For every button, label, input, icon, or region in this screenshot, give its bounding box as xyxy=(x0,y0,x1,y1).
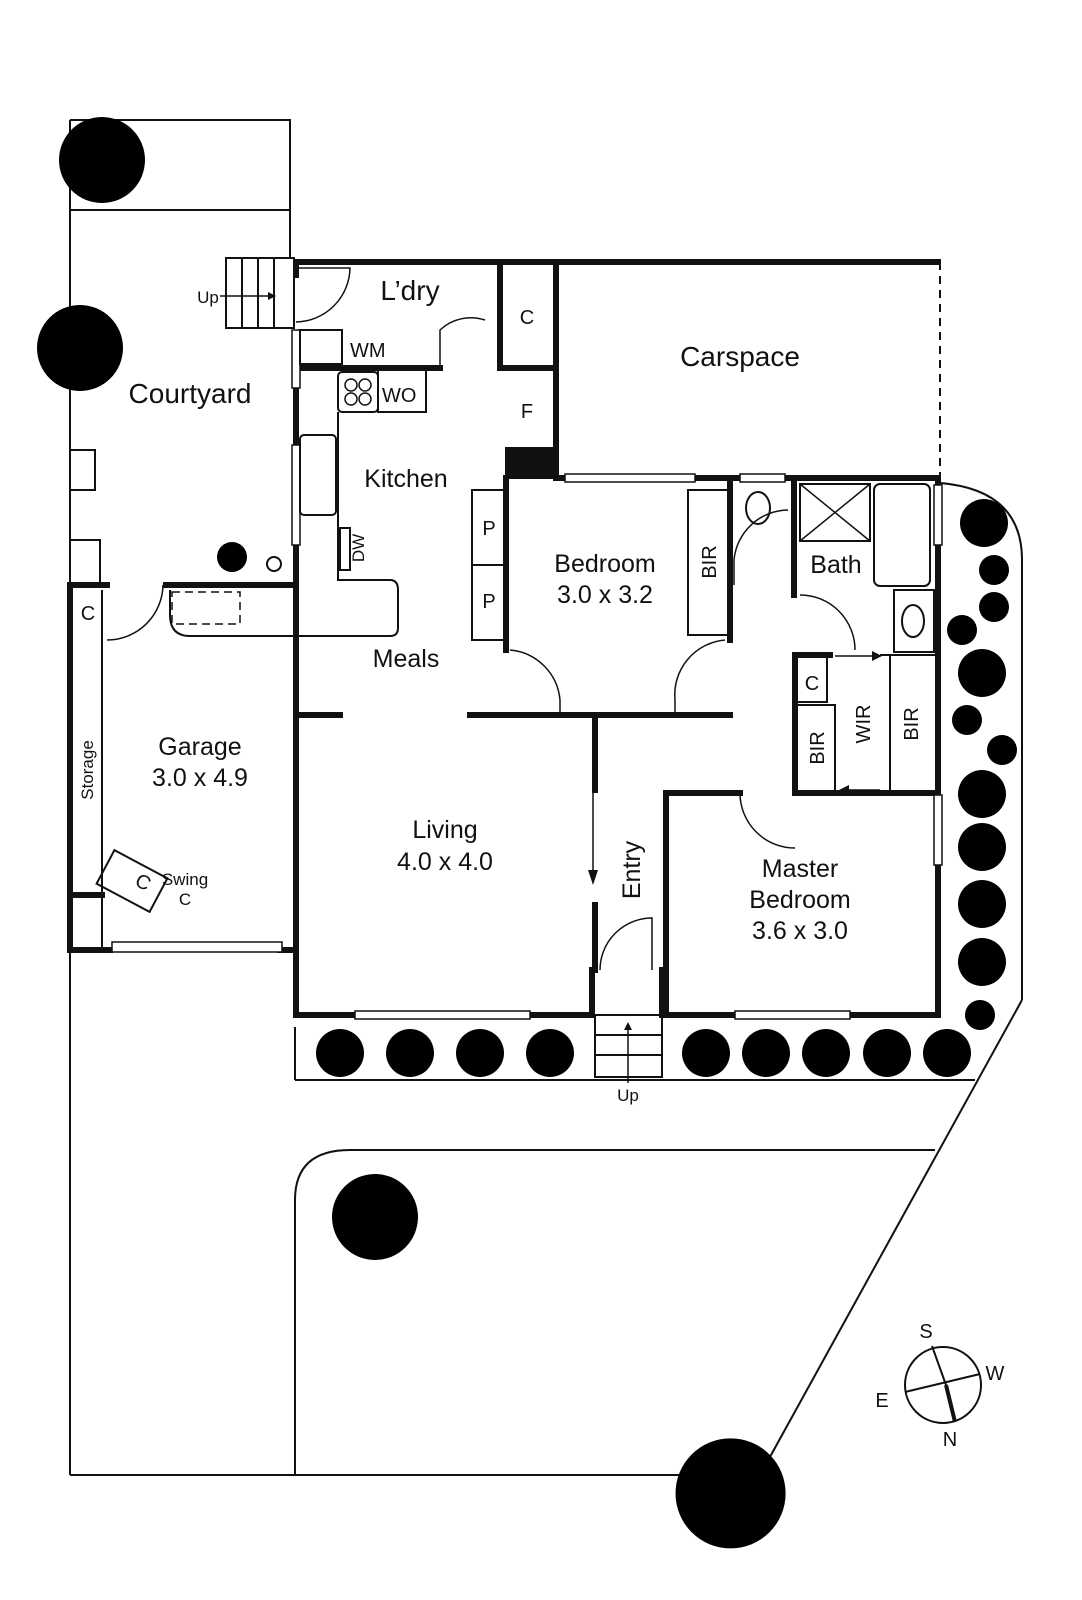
master-label-1: Master xyxy=(762,855,838,883)
bir-label-bedroom: BIR xyxy=(699,545,721,578)
kitchen-label: Kitchen xyxy=(364,465,447,493)
fixtures xyxy=(95,329,935,914)
garage-label: Garage xyxy=(158,733,241,761)
entry-label: Entry xyxy=(618,840,646,899)
compass-s: S xyxy=(919,1321,932,1343)
wir-label: WIR xyxy=(853,705,875,744)
master-size: 3.6 x 3.0 xyxy=(752,917,848,945)
master-label-2: Bedroom xyxy=(749,886,850,914)
compass-icon: S W E N xyxy=(875,1321,1004,1451)
room-labels: Courtyard L’dry Carspace Kitchen Meals B… xyxy=(78,275,862,945)
stairs xyxy=(220,257,663,1083)
living-label: Living xyxy=(412,816,477,844)
doors xyxy=(106,267,856,971)
fridge-label: F xyxy=(521,401,533,423)
swing-label-1: Swing xyxy=(162,870,208,889)
wm-label: WM xyxy=(350,340,386,362)
dw-label: DW xyxy=(349,534,368,562)
bir-label-hall: BIR xyxy=(807,731,829,764)
trees xyxy=(37,117,1017,1549)
living-size: 4.0 x 4.0 xyxy=(397,848,493,876)
pantry-label-2: P xyxy=(482,591,495,613)
carspace-label: Carspace xyxy=(680,341,800,372)
stairs-up-courtyard: Up xyxy=(197,288,219,307)
swing-label-2: C xyxy=(179,890,191,909)
bedroom-label: Bedroom xyxy=(554,550,655,578)
bir-label-master: BIR xyxy=(901,707,923,740)
storage-label: Storage xyxy=(78,740,97,800)
cupboard-label-garage: C xyxy=(81,603,95,625)
compass-n: N xyxy=(943,1429,957,1451)
compass-e: E xyxy=(875,1390,888,1412)
stairs-up-entry: Up xyxy=(617,1086,639,1105)
cupboard-label-hall: C xyxy=(805,673,819,695)
bath-label: Bath xyxy=(810,551,861,579)
bedroom-size: 3.0 x 3.2 xyxy=(557,581,653,609)
laundry-label: L’dry xyxy=(380,275,439,306)
pantry-label-1: P xyxy=(482,518,495,540)
garage-size: 3.0 x 4.9 xyxy=(152,764,248,792)
compass-w: W xyxy=(986,1363,1005,1385)
cupboard-label-laundry: C xyxy=(520,307,534,329)
windows xyxy=(291,329,943,1020)
meals-label: Meals xyxy=(373,645,440,673)
swing-cupboard-c: C xyxy=(131,870,154,896)
wo-label: WO xyxy=(382,385,416,407)
site-boundary xyxy=(69,119,1023,1476)
courtyard-label: Courtyard xyxy=(129,378,252,409)
